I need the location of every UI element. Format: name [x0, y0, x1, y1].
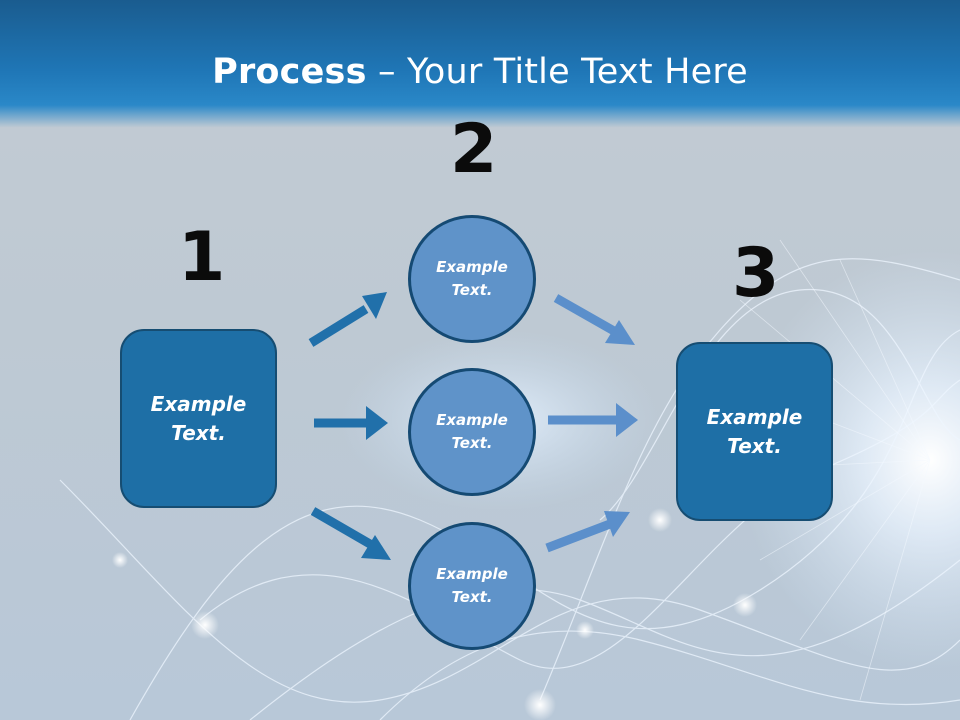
- step-2-circle-top-text: Example Text.: [436, 258, 508, 299]
- step-2-circle-bottom-text: Example Text.: [436, 565, 508, 606]
- step-2-number: 2: [450, 110, 498, 189]
- step-1-box-text: Example Text.: [150, 391, 247, 445]
- step-2-circle-middle: Example Text.: [408, 368, 536, 496]
- title-rest: – Your Title Text Here: [366, 52, 748, 92]
- step-2-circle-middle-text: Example Text.: [436, 411, 508, 452]
- step-3-box: Example Text.: [676, 342, 833, 521]
- step-2-circle-bottom: Example Text.: [408, 522, 536, 650]
- step-2-circle-top: Example Text.: [408, 215, 536, 343]
- step-1-number: 1: [178, 218, 226, 297]
- title-bar: [0, 0, 960, 128]
- step-3-box-text: Example Text.: [706, 404, 803, 458]
- step-1-box: Example Text.: [120, 329, 277, 508]
- slide-title: Process – Your Title Text Here: [0, 52, 960, 92]
- title-bold: Process: [212, 52, 367, 92]
- step-3-number: 3: [732, 234, 780, 313]
